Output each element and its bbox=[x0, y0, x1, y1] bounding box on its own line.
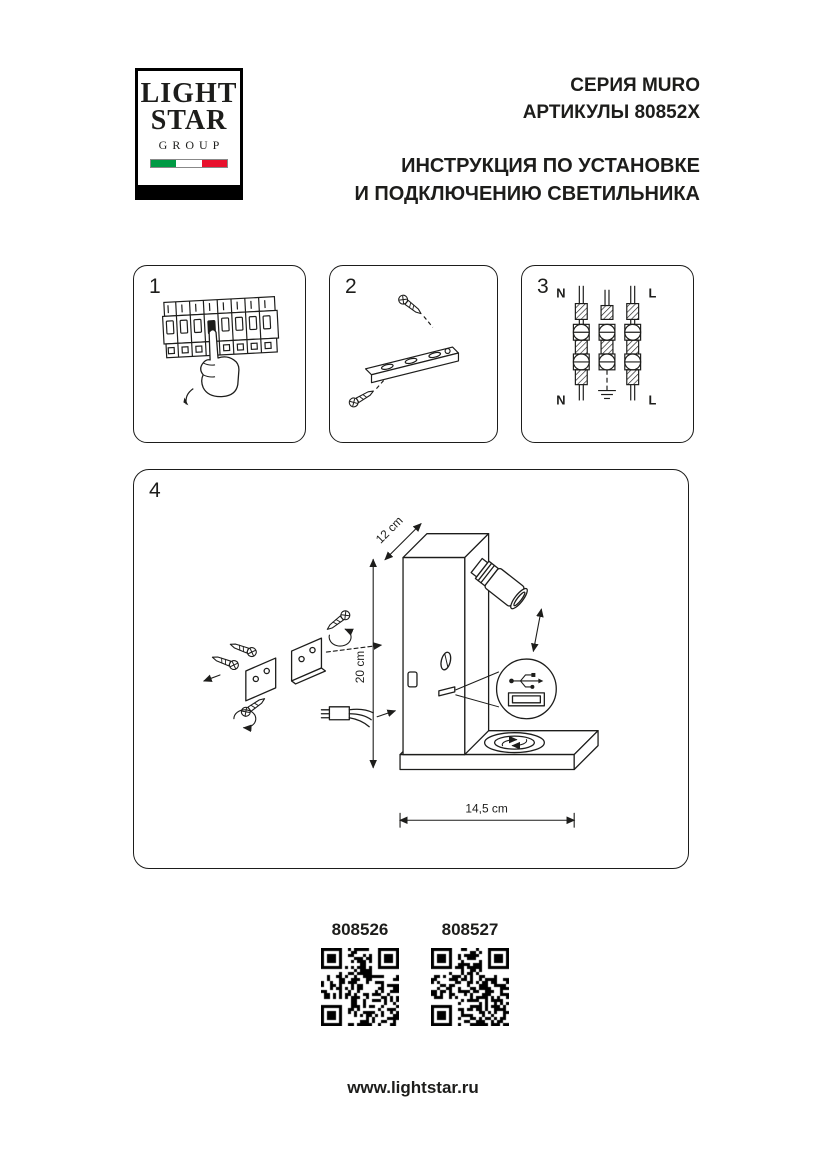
qr-code-808527 bbox=[431, 948, 509, 1026]
neutral-wire-top bbox=[574, 285, 588, 325]
rotation-arrow bbox=[233, 709, 257, 733]
screw-icon bbox=[238, 694, 268, 719]
logo-flag-stripe bbox=[150, 158, 228, 168]
step-2-number: 2 bbox=[345, 275, 357, 298]
line-wire-top bbox=[626, 285, 640, 325]
wire-connector bbox=[320, 706, 397, 728]
wall-panel bbox=[402, 533, 490, 756]
circuit-breaker-illustration bbox=[161, 296, 280, 406]
articles-title: АРТИКУЛЫ 80852X bbox=[522, 102, 700, 123]
step-4-panel: 4 bbox=[133, 469, 689, 869]
wire-label-l-bottom: L bbox=[649, 392, 657, 407]
dim-height-label: 20 cm bbox=[353, 651, 367, 684]
product-code-808526: 808526 bbox=[331, 920, 389, 939]
screw-icon bbox=[323, 608, 353, 634]
website-url: www.lightstar.ru bbox=[347, 1078, 479, 1097]
neutral-wire-bottom bbox=[574, 369, 588, 401]
ground-symbol bbox=[598, 369, 616, 400]
qr-code-808526 bbox=[321, 948, 399, 1026]
logo-black-bar bbox=[135, 185, 243, 197]
screw-icon bbox=[210, 652, 241, 672]
series-title: СЕРИЯ MURO bbox=[570, 75, 700, 96]
dimension-lines bbox=[369, 522, 576, 828]
step-3-number: 3 bbox=[537, 275, 549, 298]
mounting-plate bbox=[364, 346, 460, 384]
wiring-diagram-illustration: N L N L bbox=[556, 285, 657, 408]
screw-icon bbox=[228, 639, 259, 659]
terminal-row-bottom bbox=[572, 353, 642, 371]
mounting-hardware bbox=[203, 608, 397, 733]
screw-icon bbox=[347, 386, 377, 410]
step-1-panel: 1 bbox=[133, 265, 306, 443]
flag-red-segment bbox=[201, 159, 227, 167]
mounting-bracket-illustration bbox=[347, 292, 460, 410]
bracket-plate-back bbox=[245, 657, 277, 702]
header-instruction-block: ИНСТРУКЦИЯ ПО УСТАНОВКЕ И ПОДКЛЮЧЕНИЮ СВ… bbox=[220, 152, 700, 208]
screw-icon bbox=[396, 292, 425, 318]
rotation-arrow bbox=[328, 628, 354, 647]
middle-wire-top bbox=[600, 289, 614, 320]
reading-spotlight bbox=[470, 557, 528, 610]
press-direction-arrow bbox=[183, 397, 189, 406]
logo-group-text: GROUP bbox=[158, 137, 225, 152]
pressing-hand-icon bbox=[183, 329, 240, 406]
usb-icon bbox=[509, 672, 544, 689]
instruction-line-2: И ПОДКЛЮЧЕНИЮ СВЕТИЛЬНИКА bbox=[354, 183, 700, 205]
spotlight-adjust-arrow bbox=[531, 608, 544, 653]
usb-detail-callout bbox=[455, 658, 557, 720]
instruction-line-1: ИНСТРУКЦИЯ ПО УСТАНОВКЕ bbox=[401, 155, 700, 177]
usb-port bbox=[507, 692, 545, 707]
wireless-charging-pad bbox=[483, 732, 545, 754]
flag-green-segment bbox=[151, 159, 177, 167]
step-2-panel: 2 bbox=[329, 265, 498, 443]
logo-light-text: LIGHT bbox=[140, 78, 238, 109]
dim-width-label: 14,5 cm bbox=[465, 801, 508, 815]
dim-depth-label: 12 cm bbox=[373, 513, 406, 546]
line-wire-bottom bbox=[626, 369, 640, 401]
wire-label-n-bottom: N bbox=[556, 392, 565, 407]
lamp-assembly-illustration: 12 cm 20 cm 14,5 cm bbox=[203, 513, 599, 828]
step-3-panel: 3 bbox=[521, 265, 694, 443]
wire-label-n-top: N bbox=[556, 286, 565, 301]
power-switch bbox=[407, 671, 418, 688]
touch-switch-cutout bbox=[440, 651, 452, 671]
step-4-number: 4 bbox=[149, 479, 161, 502]
lightstar-logo: LIGHT STAR GROUP bbox=[135, 68, 243, 200]
logo-star-text: STAR bbox=[150, 105, 228, 137]
usb-slot bbox=[438, 686, 456, 697]
wire-label-l-top: L bbox=[649, 286, 657, 301]
product-code-808527: 808527 bbox=[441, 920, 499, 939]
header-series-block: СЕРИЯ MURO АРТИКУЛЫ 80852X bbox=[220, 72, 700, 126]
terminal-row-top bbox=[572, 323, 642, 341]
flag-white-segment bbox=[176, 159, 202, 167]
step-1-number: 1 bbox=[149, 275, 161, 298]
breaker-row bbox=[161, 296, 280, 359]
